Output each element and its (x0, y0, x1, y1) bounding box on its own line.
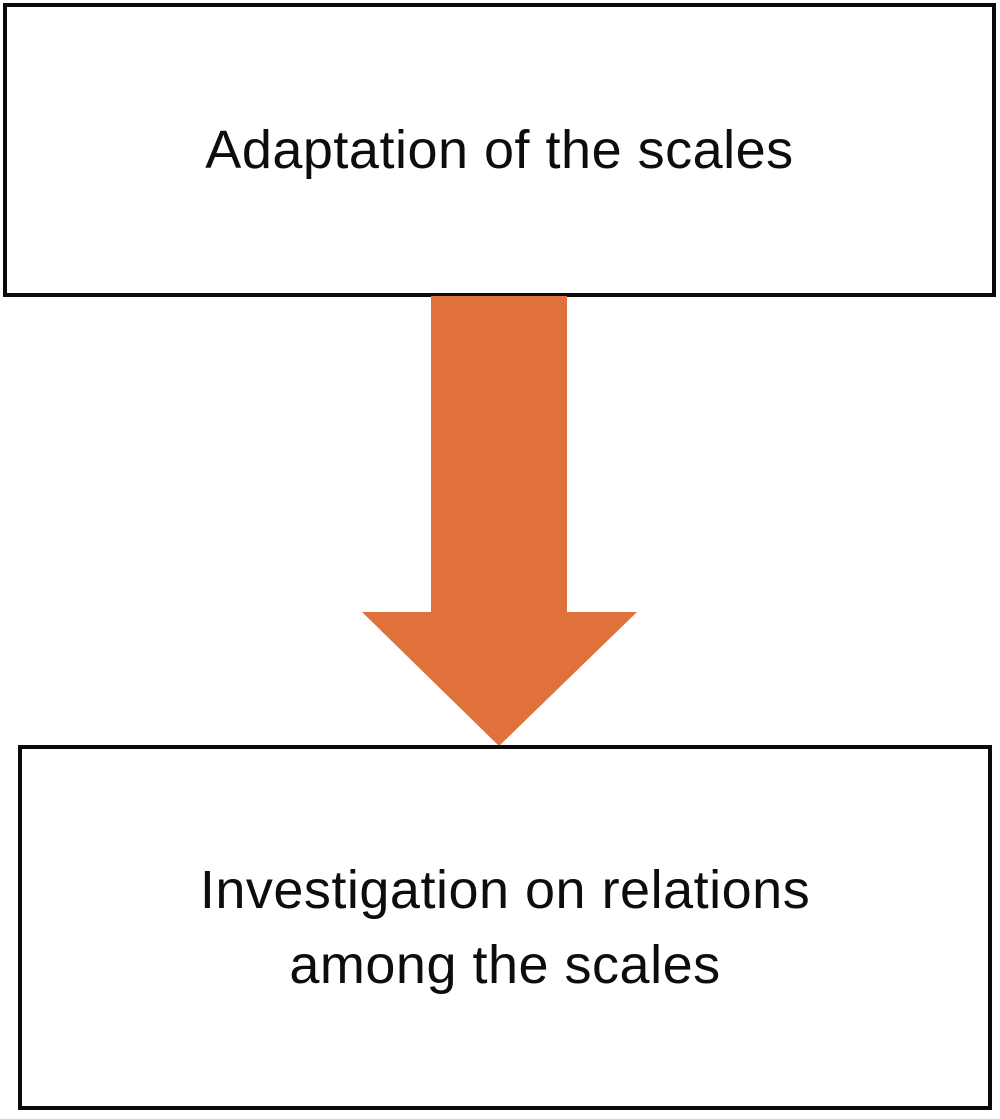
bottom-box-label: Investigation on relations among the sca… (199, 859, 811, 995)
bottom-box: Investigation on relations among the sca… (18, 745, 992, 1110)
top-box: Adaptation of the scales (3, 3, 996, 297)
down-arrow-shape (362, 296, 637, 746)
down-arrow-icon (360, 296, 640, 746)
top-box-label: Adaptation of the scales (205, 119, 794, 180)
